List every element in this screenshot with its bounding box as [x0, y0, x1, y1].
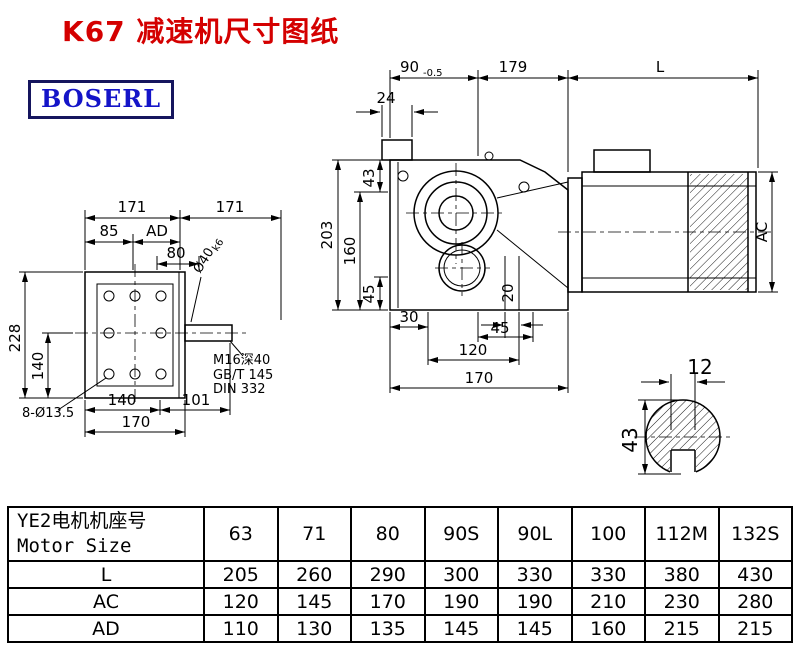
- value-cell: 215: [644, 614, 720, 643]
- row-label: AD: [7, 614, 205, 643]
- value-cell: 120: [203, 587, 279, 616]
- value-cell: 190: [423, 587, 499, 616]
- value-cell: 145: [276, 587, 352, 616]
- size-cell: 71: [276, 506, 352, 562]
- dim-43-shaft: 43: [618, 427, 642, 452]
- dim-24: 24: [376, 89, 395, 107]
- dim-90: 90: [400, 58, 419, 76]
- dim-120: 120: [459, 341, 488, 359]
- dim-228: 228: [6, 324, 24, 353]
- value-cell: 205: [203, 560, 279, 589]
- side-view-dimensions: 171 171 85 AD 80 Ø40 k6 228 140: [6, 198, 282, 437]
- shaft-diameter-label: Ø40 k6: [191, 237, 227, 276]
- dim-160: 160: [341, 237, 359, 266]
- dim-101: 101: [182, 391, 211, 409]
- value-cell: 160: [570, 614, 646, 643]
- dim-45-left: 45: [360, 284, 378, 303]
- shaft-end-dimensions: 12 43: [618, 355, 725, 475]
- size-cell: 132S: [717, 506, 793, 562]
- value-cell: 145: [423, 614, 499, 643]
- value-cell: 110: [203, 614, 279, 643]
- dim-140-bottom: 140: [108, 391, 137, 409]
- value-cell: 300: [423, 560, 499, 589]
- table-row-L: L 205 260 290 300 330 330 380 430: [7, 560, 793, 589]
- dim-85: 85: [99, 222, 118, 240]
- page-title: K67 减速机尺寸图纸: [62, 15, 340, 48]
- dim-170-side: 170: [122, 413, 151, 431]
- value-cell: 210: [570, 587, 646, 616]
- front-view: [381, 139, 775, 311]
- motor-body: [558, 149, 775, 293]
- side-view: [75, 264, 248, 406]
- dim-12: 12: [687, 355, 712, 379]
- dim-30: 30: [399, 308, 418, 326]
- value-cell: 170: [350, 587, 426, 616]
- dim-AD: AD: [146, 222, 168, 240]
- front-view-dimensions: 90 -0.5 179 L 24 43 203 160 45: [318, 58, 778, 393]
- dim-170-front: 170: [465, 369, 494, 387]
- dim-203: 203: [318, 221, 336, 250]
- svg-text:k6: k6: [211, 237, 227, 253]
- value-cell: 215: [717, 614, 793, 643]
- dim-45-bottom: 45: [490, 319, 509, 337]
- value-cell: 380: [644, 560, 720, 589]
- value-cell: 330: [497, 560, 573, 589]
- motor-size-header-cell: YE2电机机座号 Motor Size: [7, 506, 205, 562]
- value-cell: 230: [644, 587, 720, 616]
- value-cell: 290: [350, 560, 426, 589]
- keyway-cutout: [670, 449, 696, 476]
- motor-label-en: Motor Size: [17, 535, 132, 557]
- motor-label-cn: YE2电机机座号: [17, 510, 147, 533]
- dim-171-left: 171: [118, 198, 147, 216]
- thread-note-1: M16深40: [213, 353, 270, 368]
- value-cell: 130: [276, 614, 352, 643]
- value-cell: 260: [276, 560, 352, 589]
- thread-note-2: GB/T 145: [213, 368, 273, 383]
- dim-171-right: 171: [216, 198, 245, 216]
- thread-note-3: DIN 332: [213, 382, 266, 397]
- value-cell: 330: [570, 560, 646, 589]
- dim-140-left: 140: [29, 352, 47, 381]
- size-cell: 100: [570, 506, 646, 562]
- value-cell: 135: [350, 614, 426, 643]
- size-cell: 90S: [423, 506, 499, 562]
- table-header-row: YE2电机机座号 Motor Size 63 71 80 90S 90L 100…: [7, 506, 793, 562]
- motor-dimension-table: YE2电机机座号 Motor Size 63 71 80 90S 90L 100…: [7, 506, 793, 643]
- value-cell: 430: [717, 560, 793, 589]
- dim-20: 20: [499, 283, 517, 302]
- value-cell: 190: [497, 587, 573, 616]
- boserl-logo: BOSERL: [28, 80, 175, 119]
- bolt-holes-note: 8-Ø13.5: [22, 406, 74, 421]
- dim-179: 179: [499, 58, 528, 76]
- size-cell: 63: [203, 506, 279, 562]
- table-row-AD: AD 110 130 135 145 145 160 215 215: [7, 614, 793, 643]
- size-cell: 90L: [497, 506, 573, 562]
- row-label: L: [7, 560, 205, 589]
- size-cell: 80: [350, 506, 426, 562]
- dim-90-tolerance: -0.5: [423, 68, 443, 79]
- dim-43-left: 43: [360, 168, 378, 187]
- value-cell: 280: [717, 587, 793, 616]
- size-cell: 112M: [644, 506, 720, 562]
- row-label: AC: [7, 587, 205, 616]
- technical-drawing: 90 -0.5 179 L 24 43 203 160 45: [6, 58, 778, 476]
- value-cell: 145: [497, 614, 573, 643]
- table-row-AC: AC 120 145 170 190 190 210 230 280: [7, 587, 793, 616]
- dim-80: 80: [166, 244, 185, 262]
- shaft-end-view: [634, 399, 732, 476]
- dim-L: L: [656, 58, 665, 76]
- dim-AC: AC: [753, 222, 771, 242]
